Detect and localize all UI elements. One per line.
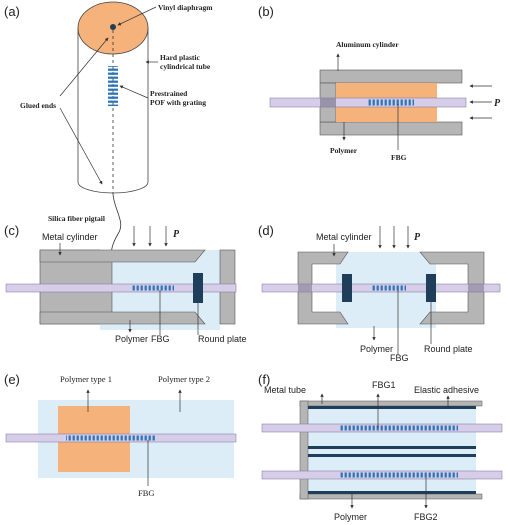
fbg-grating [372,285,406,291]
label-prestrained: Prestrained [150,89,188,98]
fiber-through-left [298,284,312,292]
round-plate-left [342,274,352,302]
metal-left-bracket [297,251,349,325]
label-polymer: Polymer [115,334,148,344]
label-fbg2: FBG2 [414,512,438,522]
fiber-through-wall [320,98,336,107]
adhesive-mid-lower [308,454,476,457]
label-pressure: P [173,229,180,240]
round-plate-right [426,274,436,302]
panel-f-label: (f) [258,372,270,387]
metal-right-bracket [419,251,485,325]
fbg2-grating [340,472,458,478]
label-polymer: Polymer [360,344,393,354]
label-pressure: P [414,232,421,243]
fiber-end-dot [110,24,116,30]
panel-a: (a) Vinyl diaphragm Hard plastic cylindr… [4,1,213,263]
panel-d: (d) Metal cylinder P Polymer FBG Round p… [258,223,501,363]
panel-d-label: (d) [258,223,274,238]
adhesive-top [308,406,476,409]
panel-b-label: (b) [258,4,274,19]
label-fbg: FBG [151,334,170,344]
label-metal-cylinder: Metal cylinder [316,232,372,242]
label-aluminum-cylinder: Aluminum cylinder [336,40,399,49]
panel-a-label: (a) [4,4,20,19]
fbg1-grating [340,425,458,431]
label-glued-ends: Glued ends [20,101,56,110]
panel-e-label: (e) [4,372,20,387]
adhesive-mid-upper [308,446,476,449]
metal-top-wall [39,249,206,263]
fbg-grating [368,99,414,106]
polymer-fill [308,406,476,494]
adhesive-bottom [308,491,476,494]
round-plate [193,273,203,303]
optical-fiber [5,283,237,293]
metal-bottom-wall [39,311,206,325]
label-tube-1: Hard plastic [160,53,200,62]
label-metal-tube: Metal tube [264,385,306,395]
metal-tube-top [299,400,483,407]
label-metal-cylinder: Metal cylinder [42,232,98,242]
aluminum-top-wall [319,69,463,84]
fbg-grating [66,435,156,441]
label-round-plate: Round plate [424,344,473,354]
fiber-through-right [468,284,484,292]
label-round-plate: Round plate [198,334,247,344]
label-pof-grating: POF with grating [150,98,206,107]
label-vinyl-diaphragm: Vinyl diaphragm [158,3,213,12]
metal-tube-bottom [299,493,483,500]
label-fbg1: FBG1 [372,380,396,390]
label-polymer-type-1: Polymer type 1 [60,374,112,384]
label-pressure: P [494,98,501,109]
aluminum-bottom-wall [319,121,463,136]
label-fbg: FBG [138,488,155,498]
panel-b: (b) Aluminum cylinder Polymer FBG P [258,4,501,162]
pof-grating [108,66,118,106]
label-tube-2: cylindrical tube [160,62,211,71]
panel-f: (f) Metal tube FBG1 Elastic adhesive Pol… [258,372,503,522]
panel-e: (e) Polymer type 1 Polymer type 2 FBG [4,372,237,498]
label-silica-pigtail: Silica fiber pigtail [48,214,105,223]
label-fbg: FBG [391,153,407,162]
panel-c: (c) Metal cylinder P Polymer FBG Round p… [4,223,247,344]
panel-c-label: (c) [4,223,19,238]
metal-tube-end [299,400,309,500]
label-fbg: FBG [390,353,409,363]
label-polymer: Polymer [334,512,367,522]
label-polymer-type-2: Polymer type 2 [158,374,210,384]
label-elastic-adhesive: Elastic adhesive [414,385,479,395]
label-polymer: Polymer [330,146,358,155]
fbg-grating [132,285,174,291]
